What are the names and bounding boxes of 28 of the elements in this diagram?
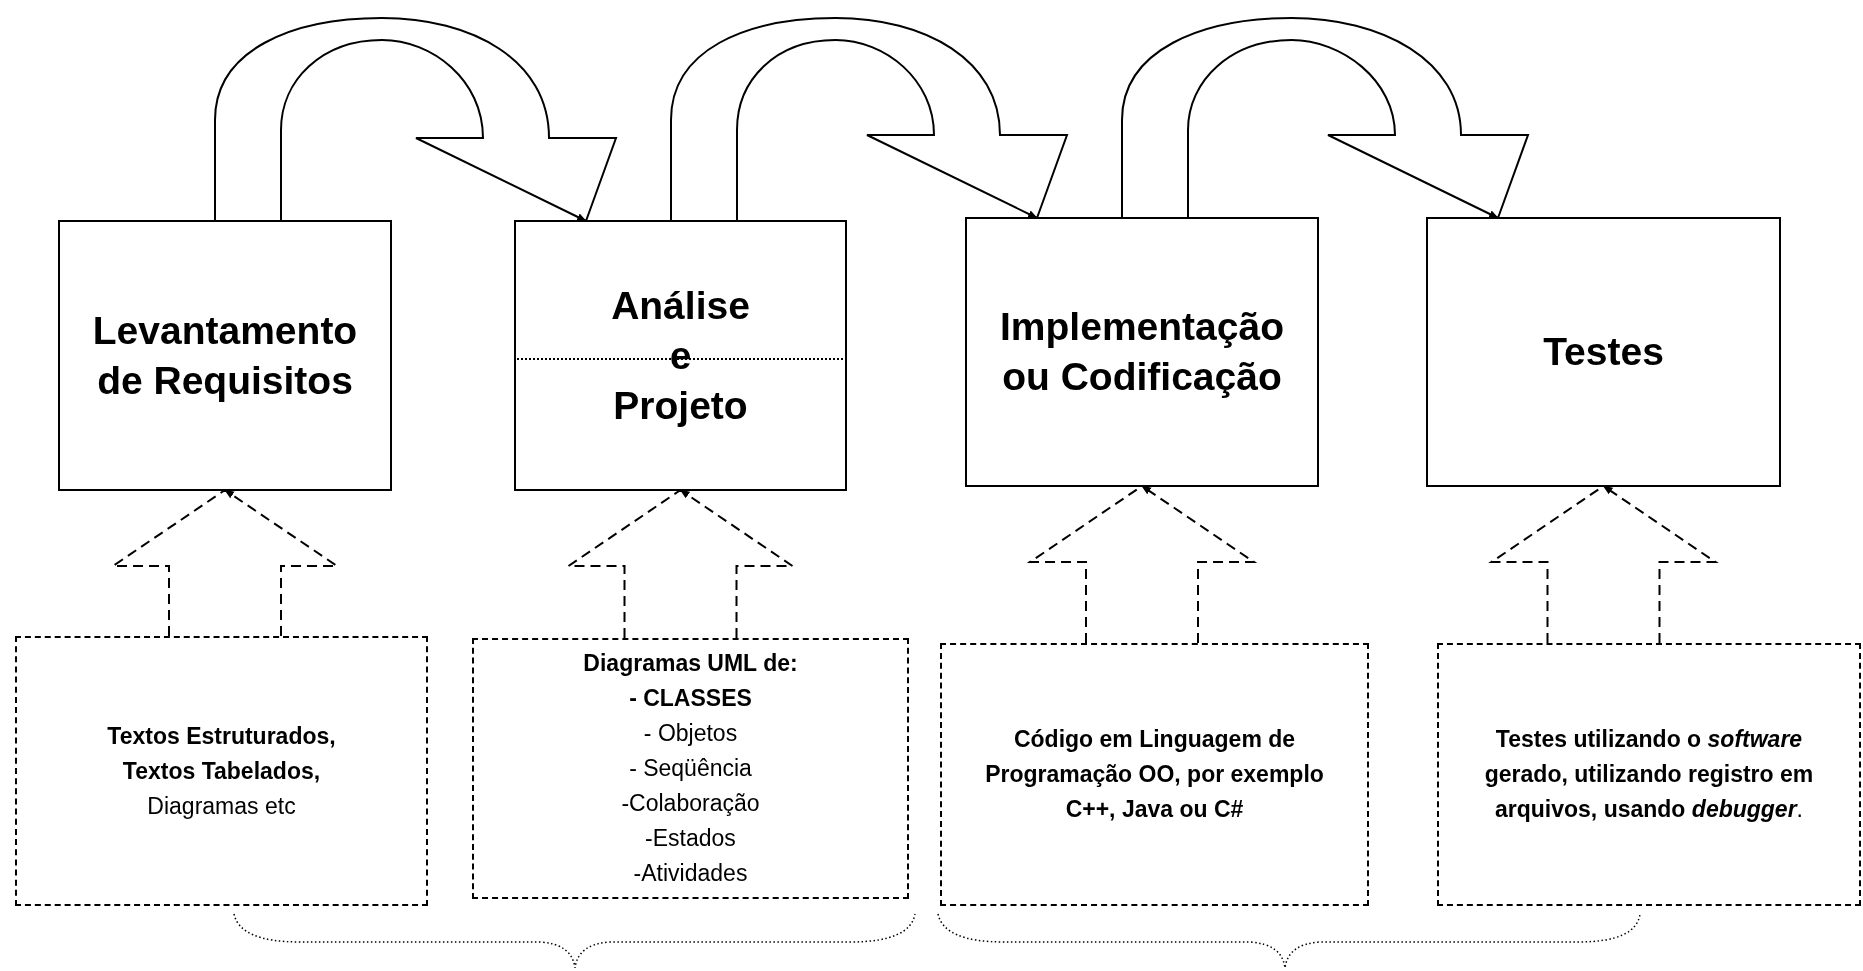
box-title: Testes	[1543, 329, 1664, 375]
process-box	[1426, 217, 1781, 487]
box-text: - CLASSES	[629, 684, 752, 713]
dashed-block-arrow	[1488, 485, 1719, 644]
box-text: - Objetos	[643, 719, 738, 748]
box-text: - Seqüência	[629, 754, 752, 783]
process-box	[58, 220, 392, 491]
note-box	[472, 638, 909, 899]
curved-block-arrow	[670, 17, 1068, 221]
box-text: Diagramas UML de:	[583, 649, 798, 678]
dashed-block-arrow	[1026, 485, 1258, 644]
box-text: Código em Linguagem de Programação OO, por exemplo C++, Java ou C#	[984, 725, 1325, 824]
box-title: Análise e Projeto	[611, 282, 750, 429]
note-box	[15, 636, 428, 906]
box-text: Textos Estruturados, Textos Tabelados, Diagramas etc	[106, 721, 337, 821]
process-box	[965, 217, 1319, 487]
box-text: -Estados	[645, 824, 736, 853]
box-title: Implementação ou Codificação	[1000, 304, 1284, 400]
note-box	[1437, 643, 1861, 906]
curved-block-arrow	[214, 17, 617, 222]
note-box	[940, 643, 1369, 906]
box-text: -Colaboração	[621, 789, 760, 818]
box-text: Testes utilizando o software gerado, utilizando registro em arquivos, usando debugger.	[1484, 725, 1814, 824]
dashed-block-arrow	[565, 489, 796, 639]
process-box	[514, 220, 847, 491]
curved-block-arrow	[1121, 17, 1529, 219]
box-text: -Atividades	[633, 859, 748, 888]
box-title: Levantamento de Requisitos	[92, 307, 358, 404]
